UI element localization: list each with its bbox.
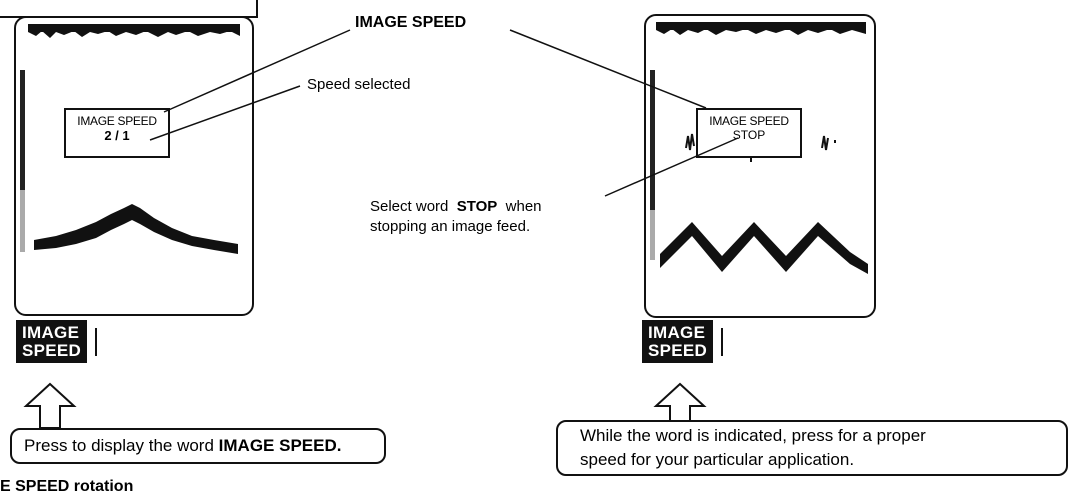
popup-value: STOP bbox=[732, 127, 766, 142]
depth-bar-dark bbox=[650, 70, 655, 210]
left-instruction-prefix: Press to display the word bbox=[24, 436, 214, 455]
depth-bar-dark bbox=[20, 70, 25, 190]
select-line2: stopping an image feed. bbox=[370, 218, 531, 235]
press-arrow-left-icon bbox=[23, 382, 77, 429]
fish-mark bbox=[750, 156, 752, 162]
image-speed-key-left[interactable]: IMAGE SPEED bbox=[16, 320, 98, 363]
surface-band bbox=[656, 22, 866, 30]
key-label-line2: SPEED bbox=[648, 341, 708, 360]
fish-mark bbox=[685, 133, 695, 151]
key-indicator-bar bbox=[95, 328, 98, 356]
image-speed-key-right[interactable]: IMAGE SPEED bbox=[642, 320, 724, 363]
popup-title: IMAGE SPEED bbox=[77, 114, 157, 128]
select-stop-callout: Select word STOP when stopping an image … bbox=[370, 197, 542, 237]
key-label-line2: SPEED bbox=[22, 341, 82, 360]
right-instruction-line2: speed for your particular application. bbox=[580, 450, 855, 469]
surface-band bbox=[28, 24, 240, 32]
bottom-echo bbox=[660, 222, 868, 274]
surface-noise bbox=[28, 30, 240, 38]
select-word: STOP bbox=[456, 198, 498, 215]
depth-bar-light bbox=[650, 210, 655, 260]
speed-selected-callout: Speed selected bbox=[307, 76, 411, 93]
key-label-line1: IMAGE bbox=[648, 323, 706, 342]
popup-value: 2 / 1 bbox=[104, 127, 130, 143]
bottom-echo bbox=[34, 204, 238, 254]
select-suffix: when bbox=[505, 198, 542, 215]
right-image-speed-popup: IMAGE SPEED STOP bbox=[696, 108, 802, 158]
right-echo-display bbox=[650, 22, 868, 274]
fish-mark bbox=[821, 135, 829, 151]
popup-title: IMAGE SPEED bbox=[709, 114, 789, 128]
left-echo-display bbox=[20, 24, 240, 254]
left-sounder-screen bbox=[14, 16, 254, 316]
key-label-line1: IMAGE bbox=[22, 323, 80, 342]
left-instruction-bold: IMAGE SPEED. bbox=[218, 436, 342, 455]
key-indicator-bar bbox=[721, 328, 724, 356]
select-prefix: Select word bbox=[370, 198, 449, 215]
image-speed-callout: IMAGE SPEED bbox=[355, 14, 467, 31]
right-instruction-line1: While the word is indicated, press for a… bbox=[580, 426, 926, 445]
partial-section-heading: E SPEED rotation bbox=[0, 478, 134, 495]
depth-bar-light bbox=[20, 190, 25, 252]
fish-mark bbox=[834, 140, 836, 143]
left-image-speed-popup: IMAGE SPEED 2 / 1 bbox=[64, 108, 170, 158]
right-instruction-box: While the word is indicated, press for a… bbox=[556, 420, 1068, 476]
right-sounder-screen bbox=[644, 14, 876, 318]
left-instruction-box: Press to display the word IMAGE SPEED. bbox=[10, 428, 386, 464]
surface-noise bbox=[656, 28, 866, 35]
